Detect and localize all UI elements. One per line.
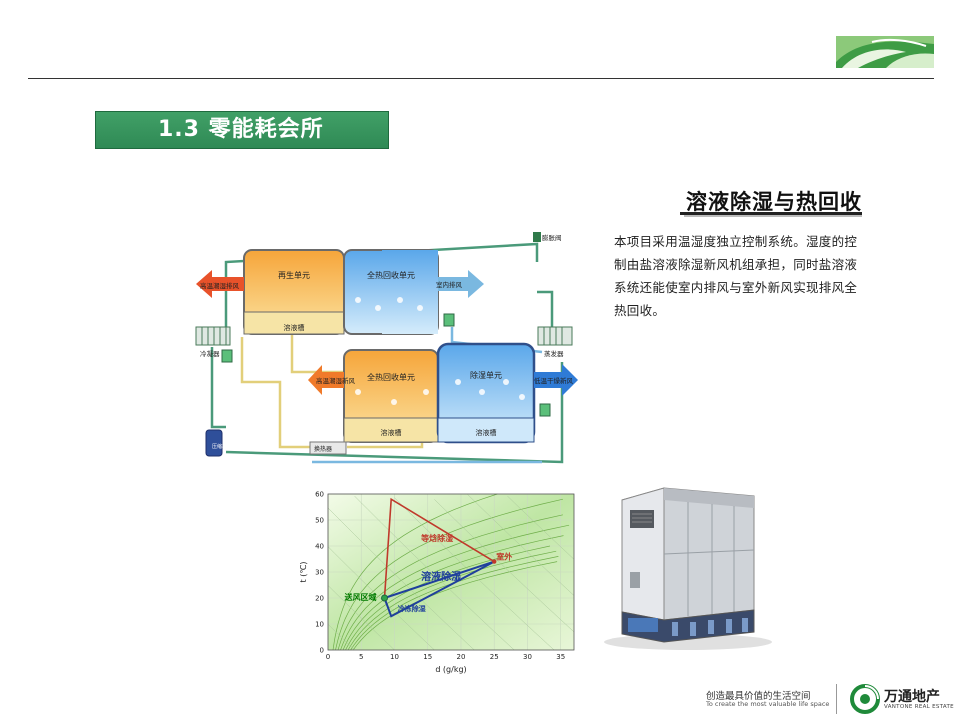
outdoor-point-label: 室外 bbox=[496, 552, 512, 562]
y-tick-label: 60 bbox=[315, 491, 324, 499]
heat-recovery-bottom-label: 全热回收单元 bbox=[367, 372, 415, 382]
supply-zone-label: 送风区域 bbox=[344, 592, 377, 602]
evaporator-label: 蒸发器 bbox=[544, 349, 564, 358]
tank-label-2: 溶液槽 bbox=[381, 428, 402, 437]
y-axis-label: t (℃) bbox=[299, 562, 308, 583]
y-tick-label: 20 bbox=[315, 595, 324, 603]
heading-underline-shadow bbox=[684, 215, 862, 217]
indoor-exhaust-label: 室内排风 bbox=[436, 280, 463, 289]
condenser-label: 冷凝器 bbox=[200, 349, 220, 358]
x-tick-label: 5 bbox=[359, 653, 363, 661]
section-heading: 溶液除湿与热回收 bbox=[686, 190, 862, 214]
outdoor-point bbox=[492, 559, 497, 564]
cooling-path-label: 冷冻除湿 bbox=[398, 604, 426, 613]
heading-underline bbox=[680, 212, 862, 215]
footer-slogan-cn: 创造最具价值的生活空间 bbox=[706, 691, 811, 702]
brand-name-cn: 万通地产 bbox=[884, 689, 940, 705]
tank-label-3: 溶液槽 bbox=[476, 428, 497, 437]
rh-curve bbox=[332, 493, 498, 651]
expansion-valve-label: 膨胀阀 bbox=[542, 233, 562, 242]
enthalpy-line bbox=[354, 495, 515, 651]
rh-curve bbox=[340, 524, 570, 651]
psychrometric-chart: 0 5 10 15 20 25 30 35 0 10 20 30 40 50 60 d (g/kg) t (… bbox=[299, 491, 575, 674]
x-tick-label: 0 bbox=[326, 653, 330, 661]
footer-divider bbox=[836, 684, 837, 714]
regen-unit-label: 再生单元 bbox=[278, 270, 310, 280]
tank-label-1: 溶液槽 bbox=[284, 323, 305, 332]
enthalpy-line bbox=[467, 494, 575, 596]
x-tick-label: 15 bbox=[423, 653, 432, 661]
hot-humid-exhaust-label: 高温潮湿排风 bbox=[200, 281, 240, 290]
y-tick-label: 50 bbox=[315, 517, 324, 525]
rh-curve bbox=[342, 535, 564, 651]
enthalpy-line bbox=[394, 497, 555, 651]
y-tick-label: 10 bbox=[315, 621, 324, 629]
rh-curve bbox=[337, 514, 563, 651]
footer-slogan-en: To create the most valuable life space bbox=[706, 700, 830, 708]
process-path-2 bbox=[383, 560, 495, 618]
heat-recovery-top-label: 全热回收单元 bbox=[367, 270, 415, 280]
hot-humid-fresh-label: 高温潮湿新风 bbox=[316, 376, 356, 385]
x-tick-label: 25 bbox=[490, 653, 499, 661]
liquid-desiccant-system-diagram: 再生单元 全热回收单元 全热回收单元 除湿单元 溶液槽 溶液槽 溶液槽 高温潮湿… bbox=[182, 232, 584, 468]
supply-point bbox=[381, 594, 389, 602]
cool-dry-fresh-label: 低温干燥新风 bbox=[534, 376, 574, 385]
liquid-desiccant-path-label: 溶液除湿 bbox=[421, 570, 461, 583]
corner-leaf-logo bbox=[836, 36, 934, 68]
vantone-logo-icon bbox=[850, 684, 880, 714]
enthalpy-line bbox=[507, 495, 575, 560]
rh-curve bbox=[335, 498, 563, 651]
heat-exchanger-label: 换热器 bbox=[314, 445, 332, 453]
header-divider bbox=[28, 78, 934, 79]
y-tick-label: 40 bbox=[315, 543, 324, 551]
isenthalpic-path-label: 等焓除湿 bbox=[420, 533, 453, 543]
rh-curve bbox=[345, 545, 551, 651]
enthalpy-line bbox=[327, 585, 395, 651]
y-tick-label: 0 bbox=[320, 647, 324, 655]
process-path-1 bbox=[384, 560, 495, 599]
section-description: 本项目采用温湿度独立控制系统。湿度的控制由盐溶液除湿新风机组承担，同时盐溶液系统… bbox=[614, 234, 858, 318]
x-axis-label: d (g/kg) bbox=[435, 665, 466, 674]
x-tick-label: 20 bbox=[457, 653, 466, 661]
rh-curve bbox=[347, 550, 557, 651]
enthalpy-line bbox=[327, 624, 355, 651]
page-title: 1.3 零能耗会所 bbox=[95, 111, 389, 149]
x-tick-label: 10 bbox=[390, 653, 399, 661]
brand-name-en: VANTONE REAL ESTATE bbox=[884, 704, 954, 710]
dehumid-unit-label: 除湿单元 bbox=[470, 370, 502, 380]
plot-frame bbox=[327, 493, 575, 651]
x-tick-label: 35 bbox=[556, 653, 565, 661]
process-path-0 bbox=[383, 497, 495, 599]
enthalpy-line bbox=[327, 507, 475, 651]
dehumidifier-unit-photo bbox=[604, 482, 772, 652]
x-tick-label: 30 bbox=[523, 653, 532, 661]
enthalpy-line bbox=[434, 499, 575, 633]
compressor-label: 压缩机 bbox=[212, 443, 227, 450]
rh-curve bbox=[350, 556, 559, 651]
y-tick-label: 30 bbox=[315, 569, 324, 577]
